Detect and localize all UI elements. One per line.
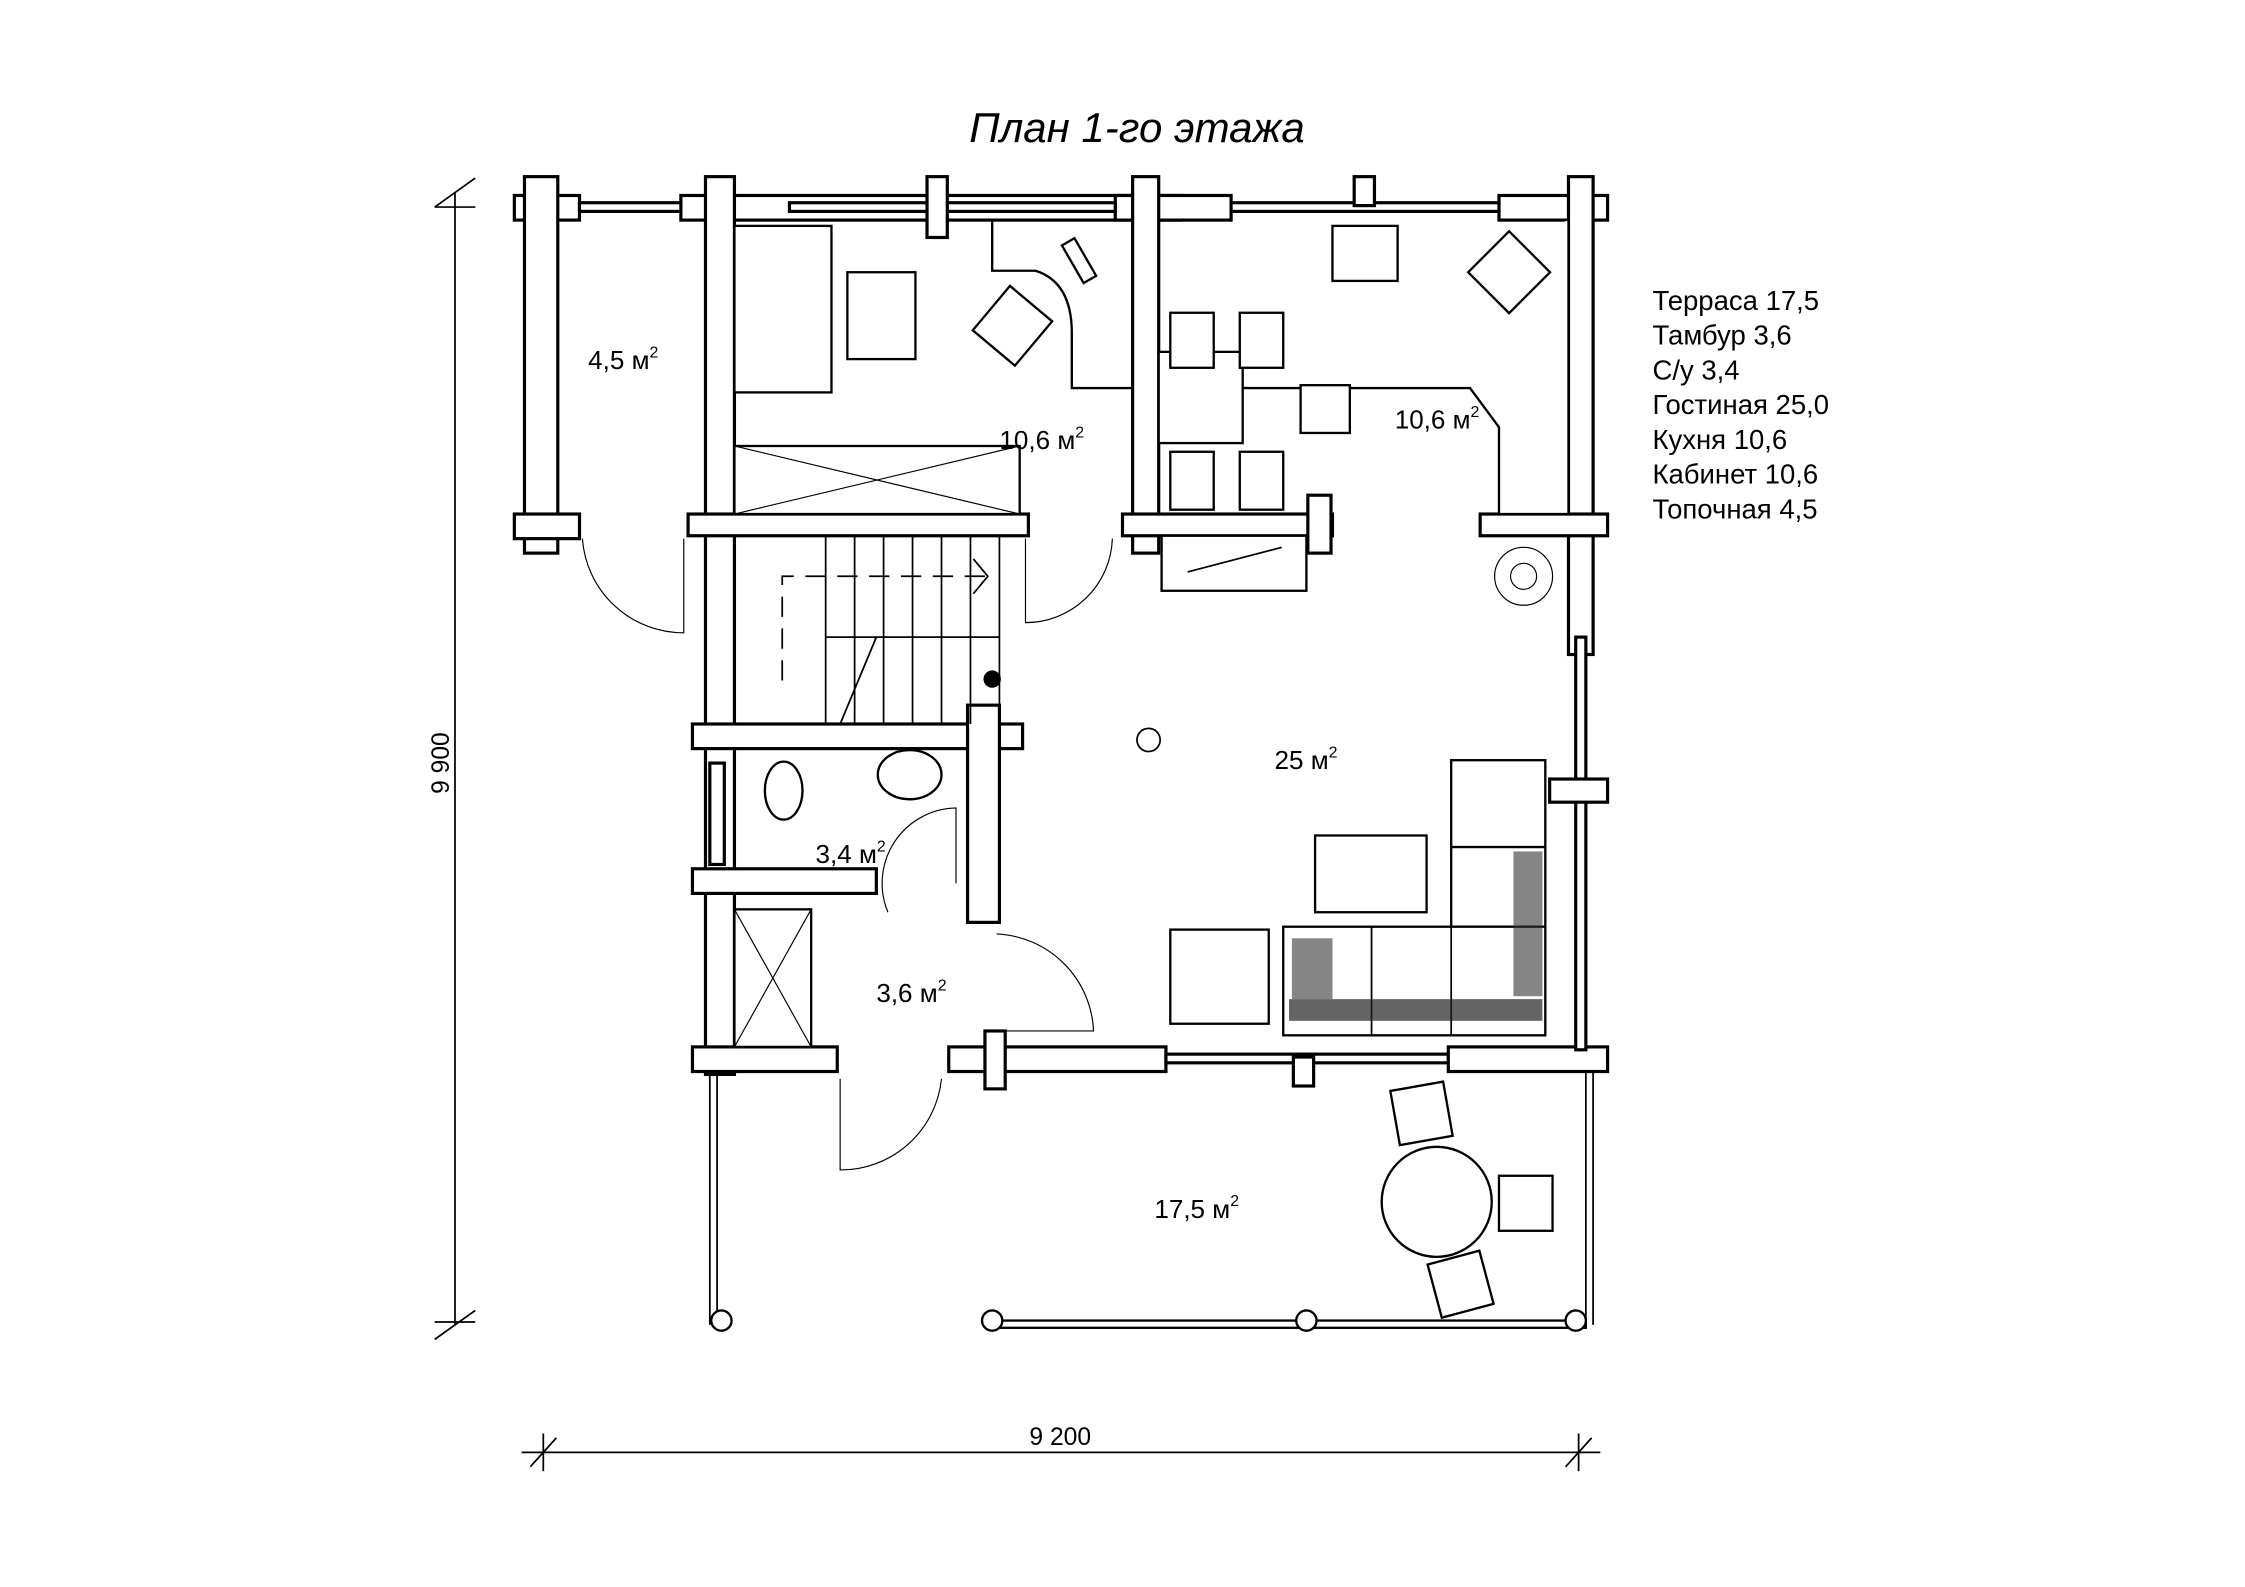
height-dimension: 9 900 [428, 732, 455, 794]
walls [512, 175, 1610, 1091]
area-legend: Терраса 17,5 Тамбур 3,6 С/у 3,4 Гостиная… [1652, 285, 1829, 525]
stair-post [983, 670, 1001, 688]
area-topochnaya: 4,5 м2 [588, 345, 658, 376]
plant [1494, 546, 1554, 606]
wall-segment [1352, 175, 1377, 208]
wall-segment [690, 867, 878, 896]
legend-item: Топочная 4,5 [1652, 493, 1817, 524]
legend-item: Тамбур 3,6 [1652, 320, 1791, 351]
legend-item: Гостиная 25,0 [1652, 389, 1829, 420]
wall-segment [577, 201, 683, 213]
ceiling-light [1136, 727, 1162, 753]
terrace-table [1380, 1145, 1493, 1259]
width-dimension: 9 200 [1029, 1424, 1091, 1451]
office-chair [971, 284, 1054, 368]
area-living: 25 м2 [1275, 744, 1338, 775]
living-table [1313, 834, 1428, 914]
area-cabinet: 10,6 м2 [999, 424, 1084, 455]
legend-item: С/у 3,4 [1652, 354, 1739, 385]
fireplace [1160, 534, 1308, 592]
wall-segment [1478, 512, 1610, 538]
area-kitchen: 10,6 м2 [1395, 404, 1480, 435]
staircase [781, 535, 1001, 725]
terrace-posts [710, 1309, 1588, 1332]
plan-title: План 1-го этажа [969, 104, 1305, 151]
wall-segment [925, 175, 949, 240]
sink [1466, 229, 1552, 315]
wall-segment [512, 512, 582, 541]
wall-segment [947, 1045, 1168, 1074]
legend-item: Кабинет 10,6 [1652, 459, 1818, 490]
wall-segment [686, 512, 1030, 538]
sofa [733, 224, 833, 394]
dimension-lines: 9 900 9 200 [428, 177, 1601, 1472]
legend-item: Терраса 17,5 [1652, 285, 1819, 316]
wall-segment [1574, 635, 1588, 1052]
wall-segment [1548, 777, 1610, 804]
wall-segment [983, 1029, 1007, 1091]
wall-segment [1120, 512, 1335, 538]
legend-item: Кухня 10,6 [1652, 424, 1787, 455]
armchair [1169, 928, 1270, 1025]
terrace-post [1564, 1309, 1588, 1332]
washbasin [876, 748, 943, 801]
terrace-post [710, 1309, 733, 1332]
wall-segment [1291, 1055, 1316, 1088]
area-terrace: 17,5 м2 [1154, 1193, 1239, 1224]
stove [1331, 224, 1399, 283]
wall-segment [965, 703, 1002, 924]
wall-segment [1306, 493, 1333, 555]
area-bathroom: 3,4 м2 [816, 838, 886, 869]
terrace-post [980, 1309, 1004, 1332]
furniture [733, 220, 1570, 1320]
wall-segment [703, 175, 737, 1077]
terrace-post [1295, 1309, 1318, 1332]
area-labels: 4,5 м2 10,6 м2 10,6 м2 25 м2 3,4 м2 3,6 … [588, 345, 1479, 1224]
computer [1060, 236, 1098, 285]
doors [581, 538, 1113, 1171]
wall-segment [690, 1045, 839, 1074]
toilet [763, 760, 804, 821]
area-tambur: 3,6 м2 [876, 977, 946, 1008]
coffee-table [846, 271, 917, 361]
wall-segment [522, 175, 560, 555]
wall-segment [1131, 175, 1161, 555]
wall-segment [1566, 175, 1595, 657]
wall-segment [787, 201, 1117, 213]
wall-segment [708, 761, 726, 867]
